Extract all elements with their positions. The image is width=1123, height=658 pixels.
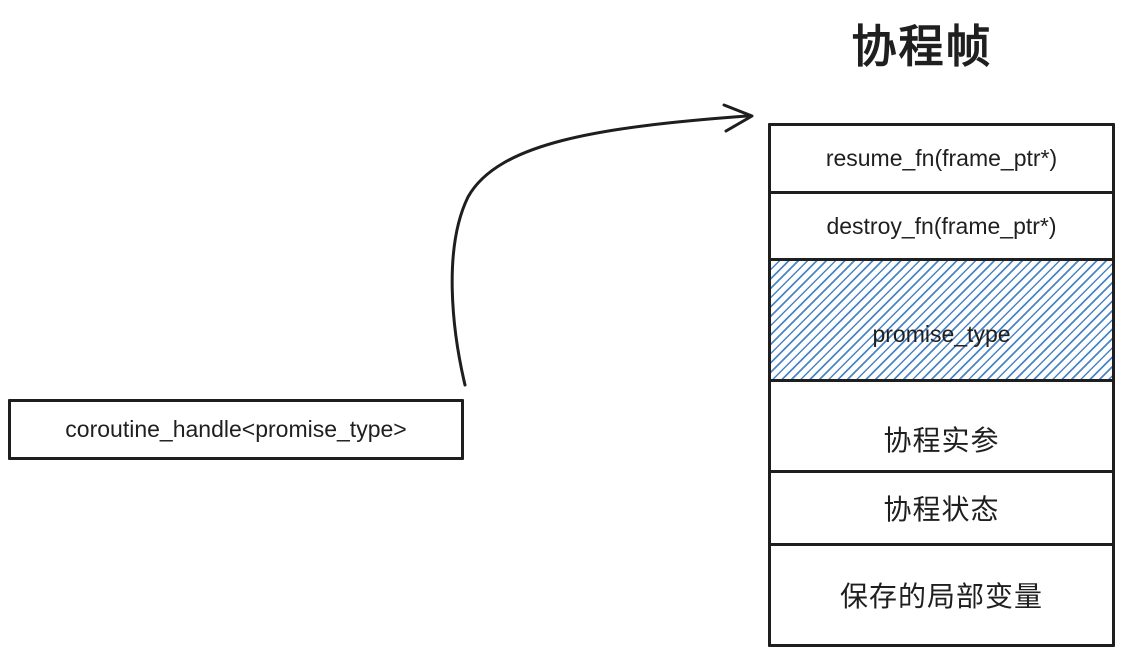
frame-row-label: 协程状态 [883,494,1000,525]
frame-row-promise-type: promise_type [771,261,1112,382]
coroutine-handle-label: coroutine_handle<promise_type> [65,416,407,442]
frame-row-label: resume_fn(frame_ptr*) [825,145,1058,171]
frame-row-label: promise_type [872,321,1011,347]
coroutine-handle-box: coroutine_handle<promise_type> [8,399,464,460]
frame-row-destroy-fn: destroy_fn(frame_ptr*) [771,194,1112,261]
frame-row-coroutine-args: 协程实参 [771,382,1112,473]
frame-row-label: 保存的局部变量 [839,581,1043,612]
frame-row-saved-locals: 保存的局部变量 [771,546,1112,644]
frame-row-resume-fn: resume_fn(frame_ptr*) [771,126,1112,194]
frame-row-label: 协程实参 [883,425,1000,456]
frame-row-coroutine-state: 协程状态 [771,473,1112,546]
frame-row-label: destroy_fn(frame_ptr*) [826,212,1057,239]
arrow-head [722,103,754,133]
arrow-shaft [450,114,749,387]
diagram-title: 协程帧 [851,21,993,72]
coroutine-frame-stack: resume_fn(frame_ptr*) destroy_fn(frame_p… [768,123,1115,647]
